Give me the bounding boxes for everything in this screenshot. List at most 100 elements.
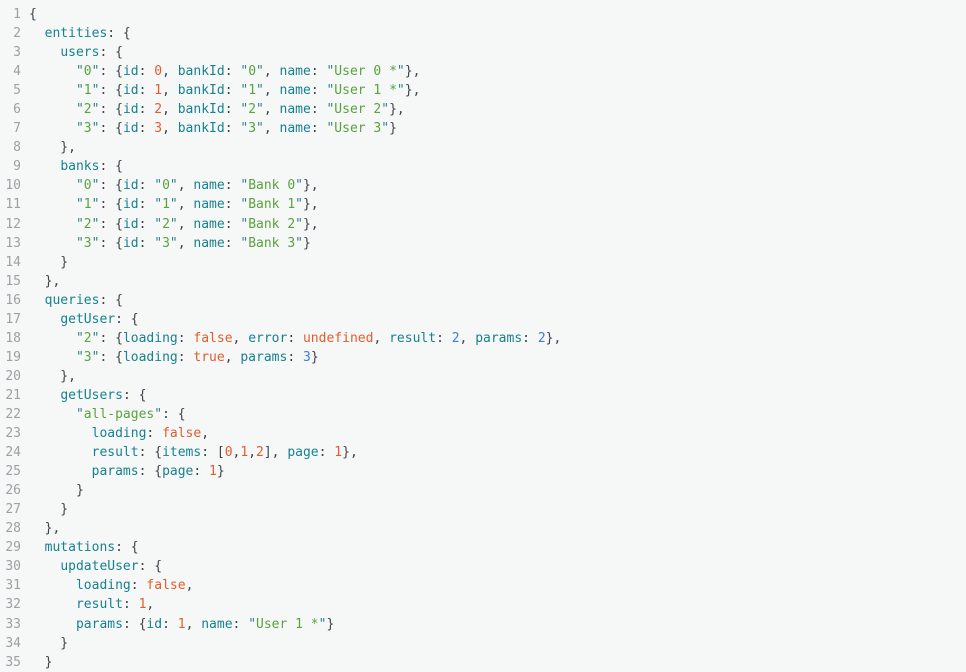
line-content: params: {page: 1} bbox=[21, 462, 225, 481]
code-lines: 1{2 entities: {3 users: {4 "0": {id: 0, … bbox=[4, 5, 966, 672]
token-key: result bbox=[389, 330, 437, 346]
token-punctuation bbox=[29, 388, 60, 403]
token-punctuation bbox=[29, 102, 76, 117]
token-string-content: 3 bbox=[162, 235, 170, 251]
token-punctuation bbox=[29, 540, 45, 555]
token-punctuation: , bbox=[177, 216, 194, 232]
line-content: } bbox=[21, 481, 84, 500]
line-content: }, bbox=[21, 519, 61, 538]
token-punctuation: , bbox=[459, 330, 476, 346]
token-punctuation: : bbox=[224, 235, 241, 251]
line-number: 14 bbox=[5, 254, 21, 270]
token-punctuation: : bbox=[122, 597, 139, 613]
token-string-content: User 1 * bbox=[256, 616, 319, 632]
code-line: 3 users: { bbox=[4, 43, 966, 62]
line-number: 15 bbox=[5, 273, 21, 289]
token-string-quote: " bbox=[240, 83, 249, 99]
token-key: id bbox=[122, 121, 139, 137]
token-number-or-literal-orange: 1 bbox=[154, 83, 163, 99]
code-line: 13 "3": {id: "3", name: "Bank 3"} bbox=[4, 234, 966, 253]
token-punctuation: : bbox=[138, 178, 155, 194]
line-content: "2": {id: "2", name: "Bank 2"}, bbox=[21, 215, 319, 234]
token-key: id bbox=[146, 616, 163, 632]
line-content: result: 1, bbox=[21, 595, 154, 614]
code-line: 2 entities: { bbox=[4, 24, 966, 43]
token-punctuation: } bbox=[310, 349, 319, 365]
line-content: users: { bbox=[21, 43, 123, 62]
token-string-quote: " bbox=[240, 216, 249, 232]
line-number: 4 bbox=[13, 64, 21, 80]
token-string-content: 2 bbox=[162, 216, 170, 232]
line-content: "all-pages": { bbox=[21, 405, 186, 424]
code-line: 9 banks: { bbox=[4, 157, 966, 176]
token-string-content: 0 bbox=[83, 178, 92, 194]
token-punctuation: : { bbox=[122, 387, 147, 403]
token-punctuation: : { bbox=[138, 559, 163, 575]
token-key: updateUser bbox=[60, 559, 139, 575]
token-string-quote: " bbox=[75, 102, 84, 118]
line-content: "0": {id: "0", name: "Bank 0"}, bbox=[21, 176, 319, 195]
token-punctuation bbox=[29, 331, 76, 346]
token-punctuation: { bbox=[29, 7, 37, 22]
line-content: loading: false, bbox=[21, 576, 193, 595]
token-string-quote: " bbox=[256, 83, 264, 99]
token-string-quote: " bbox=[75, 406, 84, 422]
code-line: 12 "2": {id: "2", name: "Bank 2"}, bbox=[4, 215, 966, 234]
token-string-quote: " bbox=[256, 121, 264, 137]
token-punctuation: : { bbox=[99, 349, 123, 365]
line-number: 28 bbox=[5, 521, 21, 537]
token-string-quote: " bbox=[154, 406, 163, 422]
token-string-quote: " bbox=[91, 83, 100, 99]
token-number-or-literal-orange: false bbox=[162, 426, 202, 442]
line-number: 34 bbox=[5, 635, 21, 651]
token-punctuation: , bbox=[162, 83, 178, 99]
token-punctuation bbox=[29, 407, 76, 422]
token-punctuation: , bbox=[232, 445, 241, 461]
line-number: 31 bbox=[5, 578, 21, 594]
line-number: 17 bbox=[5, 311, 21, 327]
token-string-content: 3 bbox=[83, 349, 92, 365]
token-punctuation: : { bbox=[99, 64, 123, 80]
token-punctuation: : { bbox=[99, 121, 123, 137]
token-key: queries bbox=[44, 292, 100, 308]
line-content: mutations: { bbox=[21, 538, 139, 557]
token-punctuation bbox=[29, 617, 76, 632]
token-punctuation bbox=[29, 578, 76, 593]
token-key: id bbox=[122, 235, 139, 251]
token-string-quote: " bbox=[169, 216, 178, 232]
token-string-quote: " bbox=[75, 330, 84, 346]
token-punctuation: , bbox=[146, 597, 155, 613]
line-number: 27 bbox=[5, 502, 21, 518]
line-content: { bbox=[21, 5, 37, 24]
token-string-quote: " bbox=[240, 178, 249, 194]
token-string-quote: " bbox=[91, 121, 100, 137]
token-string-quote: " bbox=[256, 102, 264, 118]
code-line: 7 "3": {id: 3, bankId: "3", name: "User … bbox=[4, 119, 966, 138]
line-number: 22 bbox=[5, 406, 21, 422]
line-number: 21 bbox=[5, 387, 21, 403]
token-key: name bbox=[193, 197, 225, 213]
token-punctuation: , bbox=[177, 197, 194, 213]
token-punctuation: : { bbox=[99, 197, 123, 213]
token-key: mutations bbox=[44, 540, 116, 556]
token-number-or-literal-orange: 2 bbox=[154, 102, 163, 118]
token-punctuation: }, bbox=[29, 140, 76, 156]
token-punctuation: , bbox=[248, 445, 257, 461]
token-key: name bbox=[193, 178, 225, 194]
token-punctuation: , bbox=[263, 102, 280, 118]
token-string-quote: " bbox=[169, 178, 178, 194]
token-string-quote: " bbox=[240, 64, 249, 80]
token-string-quote: " bbox=[295, 216, 303, 232]
line-number: 13 bbox=[5, 235, 21, 251]
token-punctuation: , bbox=[162, 121, 178, 137]
token-key: id bbox=[122, 178, 139, 194]
token-string-content: 0 bbox=[83, 64, 92, 80]
line-content: "1": {id: 1, bankId: "1", name: "User 1 … bbox=[21, 81, 420, 100]
token-number-blue: 2 bbox=[451, 330, 460, 346]
token-punctuation: , bbox=[263, 83, 280, 99]
line-number: 33 bbox=[5, 616, 21, 632]
token-key: error bbox=[248, 330, 288, 346]
token-punctuation bbox=[29, 178, 76, 193]
token-punctuation: : bbox=[138, 102, 155, 118]
token-punctuation: } bbox=[29, 502, 69, 518]
